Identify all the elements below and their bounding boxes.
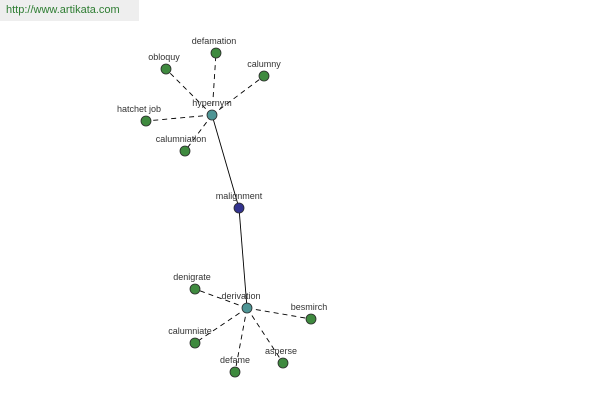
nodes-layer <box>140 47 317 378</box>
node-label-calumny[interactable]: calumny <box>247 59 281 69</box>
edge-hypernym-obloquy <box>165 68 213 116</box>
labels-layer: malignment hypernym derivation defamation ob… <box>117 36 327 365</box>
node-label-defame[interactable]: defame <box>220 355 250 365</box>
edge-hypernym-hatchet-job <box>145 114 213 122</box>
node-label-hatchet-job[interactable]: hatchet job <box>117 104 161 114</box>
edge-derivation-asperse <box>246 307 284 364</box>
edge-derivation-besmirch <box>246 307 312 320</box>
edge-derivation-defame <box>234 307 248 373</box>
edge-malignment-derivation <box>238 207 248 309</box>
node-derivation[interactable] <box>241 302 253 314</box>
node-obloquy[interactable] <box>160 63 172 75</box>
node-denigrate[interactable] <box>189 283 201 295</box>
node-calumniate[interactable] <box>189 337 201 349</box>
node-besmirch[interactable] <box>305 313 317 325</box>
edges-layer <box>145 52 312 373</box>
edge-hypernym-calumny <box>211 75 265 116</box>
site-url-label[interactable]: http://www.artikata.com <box>0 0 139 21</box>
node-defamation[interactable] <box>210 47 222 59</box>
edge-derivation-calumniate <box>194 307 248 344</box>
node-calumniation[interactable] <box>179 145 191 157</box>
node-hatchet-job[interactable] <box>140 115 152 127</box>
node-label-obloquy[interactable]: obloquy <box>148 52 180 62</box>
node-label-besmirch[interactable]: besmirch <box>291 302 328 312</box>
node-label-calumniation[interactable]: calumniation <box>156 134 207 144</box>
node-defame[interactable] <box>229 366 241 378</box>
node-calumny[interactable] <box>258 70 270 82</box>
node-label-denigrate[interactable]: denigrate <box>173 272 211 282</box>
node-asperse[interactable] <box>277 357 289 369</box>
node-hypernym[interactable] <box>206 109 218 121</box>
edge-derivation-denigrate <box>194 288 248 309</box>
node-label-derivation[interactable]: derivation <box>221 291 260 301</box>
node-label-asperse[interactable]: asperse <box>265 346 297 356</box>
node-label-calumniate[interactable]: calumniate <box>168 326 212 336</box>
edge-hypernym-defamation <box>211 52 217 116</box>
edge-hypernym-calumniation <box>184 114 213 152</box>
node-label-defamation[interactable]: defamation <box>192 36 237 46</box>
node-label-hypernym[interactable]: hypernym <box>192 98 232 108</box>
node-malignment[interactable] <box>233 202 245 214</box>
node-label-malignment[interactable]: malignment <box>216 191 263 201</box>
edge-malignment-hypernym <box>211 114 240 209</box>
